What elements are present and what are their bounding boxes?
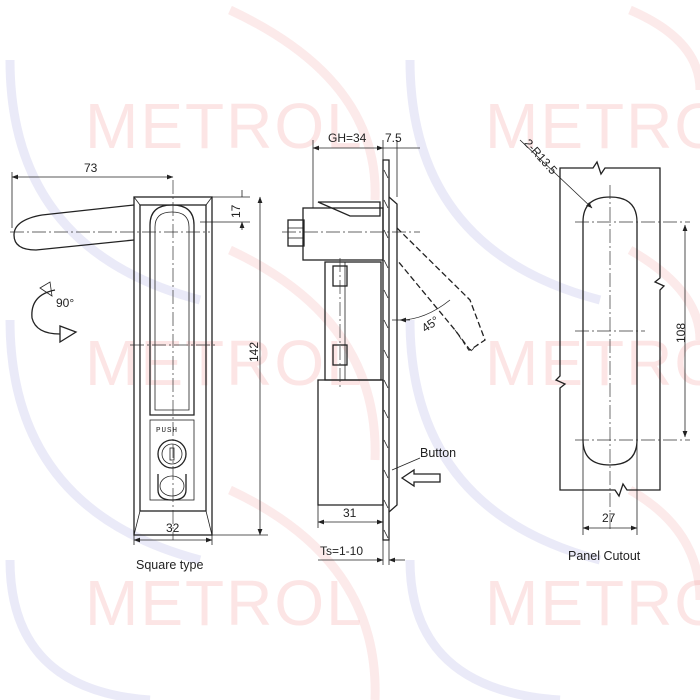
watermark-text: METROL (85, 567, 364, 639)
side-top-block (317, 201, 381, 217)
front-key-cylinder-inner (161, 443, 183, 465)
side-panel (382, 159, 390, 541)
side-lower-body (317, 379, 384, 506)
dim-angle-arc (399, 299, 451, 323)
rotation-label: 90° (56, 296, 74, 310)
rotation-arrow-tail (39, 281, 53, 297)
side-nut-top (287, 219, 305, 247)
dim-ts-label: Ts=1-10 (320, 544, 363, 558)
rotation-arrow (31, 289, 61, 335)
watermark-arc (405, 559, 561, 700)
dim-7-5-label: 7.5 (385, 131, 402, 145)
side-upper-body (302, 207, 384, 261)
watermark-text: METROL (485, 90, 700, 162)
dim-radius-leader (519, 139, 593, 209)
dim-17-label: 17 (229, 204, 243, 218)
front-key-slot (169, 447, 175, 461)
dim-73-label: 73 (84, 161, 98, 175)
dim-gh-label: GH=34 (328, 131, 367, 145)
watermark-arc (627, 246, 700, 341)
side-flange (388, 196, 398, 513)
front-push-button-ring (159, 475, 185, 497)
watermark-text: METROL (85, 327, 364, 399)
side-lever-tip (454, 329, 479, 353)
front-frame-bevel (133, 196, 213, 536)
watermark-arc (5, 59, 202, 305)
watermark-arc (228, 485, 380, 700)
watermark-text: METROL (485, 567, 700, 639)
dim-27-label: 27 (602, 511, 616, 525)
dim-31-label: 31 (343, 506, 357, 520)
push-label: PUSH (156, 427, 178, 435)
front-handle-slot-inner (154, 211, 190, 411)
dim-angle-label: 45° (419, 313, 442, 335)
cutout-caption: Panel Cutout (568, 549, 641, 563)
watermark-arc (405, 59, 602, 305)
button-arrow (400, 468, 441, 488)
button-label: Button (420, 446, 456, 460)
front-view: PUSH 73 17 142 32 90° Square t (10, 161, 268, 572)
front-key-cylinder (157, 439, 187, 469)
dim-108-label: 108 (674, 323, 688, 343)
watermark-arc (405, 319, 602, 565)
front-view-caption: Square type (136, 558, 203, 572)
side-panel-hatch (383, 169, 389, 539)
side-view: GH=34 7.5 45° Button 31 Ts=1-10 (282, 131, 486, 565)
button-leader (391, 457, 421, 471)
watermark: METROL METROL METROL METROL METROL METRO… (5, 5, 700, 700)
watermark-arc (5, 559, 151, 700)
dim-142-label: 142 (247, 342, 261, 362)
watermark-text: METROL (485, 327, 700, 399)
cutout-panel-outline (554, 160, 666, 498)
watermark-arc (627, 486, 700, 601)
watermark-arc (228, 5, 380, 201)
watermark-arc (628, 5, 700, 91)
front-lever (13, 204, 135, 251)
watermark-arc (228, 245, 380, 461)
front-push-button (157, 474, 187, 501)
front-handle-slot (149, 204, 195, 416)
dim-32-label: 32 (166, 521, 180, 535)
watermark-text: METROL (85, 90, 364, 162)
rotation-arrow-head (59, 325, 78, 344)
watermark-arc (5, 319, 202, 565)
